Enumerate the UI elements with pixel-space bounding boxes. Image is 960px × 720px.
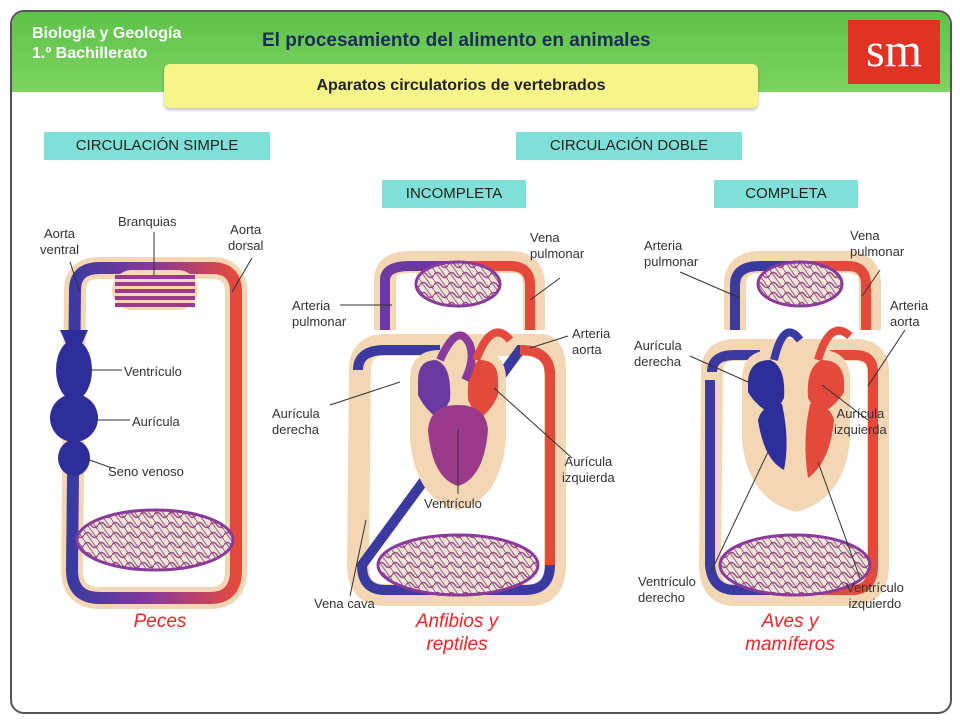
label-fish-auricula: Aurícula xyxy=(132,414,180,429)
page-title: El procesamiento del alimento en animale… xyxy=(262,30,651,51)
mammal-diagram xyxy=(679,251,906,606)
subject-line-2: 1.º Bachillerato xyxy=(32,45,148,62)
label-mam-ventriculo-derecho-l1: Ventrículo xyxy=(638,574,696,589)
label-amph-arteria-pulmonar: Arteria pulmonar xyxy=(292,298,346,330)
label-mam-ventriculo-derecho-l2: derecho xyxy=(638,590,685,605)
label-amph-vena-pulmonar: Vena pulmonar xyxy=(530,230,584,262)
caption-aves-l1: Aves y xyxy=(761,611,819,632)
tag-circulacion-simple: CIRCULACIÓN SIMPLE xyxy=(44,132,270,160)
label-aorta-dorsal-l1: Aorta xyxy=(230,222,262,237)
caption-peces: Peces xyxy=(133,611,187,632)
tag-completa: COMPLETA xyxy=(714,180,858,208)
label-mam-auricula-izquierda-l2: izquierda xyxy=(834,422,887,437)
label-aorta-ventral-l2: ventral xyxy=(40,242,80,257)
label-mam-auricula-derecha-l1: Aurícula xyxy=(634,338,682,353)
label-amph-arteria-pulmonar-l1: Arteria xyxy=(292,298,331,313)
label-amph-arteria-aorta-l1: Arteria xyxy=(572,326,611,341)
caption-anfibios: Anfibios y reptiles xyxy=(382,610,532,656)
label-mam-vena-pulmonar: Vena pulmonar xyxy=(850,228,904,260)
caption-aves-mamiferos: Aves y mamíferos xyxy=(720,610,860,656)
amphibian-body-capillaries xyxy=(376,533,540,597)
label-amph-arteria-aorta: Arteria aorta xyxy=(572,326,610,358)
label-aorta-dorsal-l2: dorsal xyxy=(228,238,264,253)
label-mam-arteria-aorta-l1: Arteria xyxy=(890,298,929,313)
label-mam-ventriculo-izquierdo-l1: Ventrículo xyxy=(846,580,904,595)
label-mam-auricula-izquierda: Aurícula izquierda xyxy=(834,406,887,438)
tag-circulacion-doble: CIRCULACIÓN DOBLE xyxy=(516,132,742,160)
label-vena-cava: Vena cava xyxy=(314,596,375,611)
label-mam-arteria-pulmonar-l2: pulmonar xyxy=(644,254,699,269)
label-amph-arteria-aorta-l2: aorta xyxy=(572,342,602,357)
label-aorta-ventral: Aorta ventral xyxy=(40,226,79,258)
label-mam-ventriculo-izquierdo: Ventrículo izquierdo xyxy=(846,580,904,612)
label-branquias: Branquias xyxy=(118,214,177,229)
label-aorta-dorsal: Aorta dorsal xyxy=(228,222,263,254)
subject-label: Biología y Geología 1.º Bachillerato xyxy=(32,24,181,64)
caption-aves-l2: mamíferos xyxy=(745,634,835,655)
caption-anfibios-l1: Anfibios y xyxy=(415,611,499,632)
label-amph-auricula-izquierda-l1: Aurícula xyxy=(564,454,613,469)
label-amph-arteria-pulmonar-l2: pulmonar xyxy=(292,314,347,329)
label-mam-arteria-pulmonar-l1: Arteria xyxy=(644,238,683,253)
mammal-lung-capillaries xyxy=(756,260,844,308)
label-mam-arteria-aorta-l2: aorta xyxy=(890,314,920,329)
subtitle-bar: Aparatos circulatorios de vertebrados xyxy=(164,64,758,108)
fish-diagram xyxy=(50,232,253,609)
label-mam-vena-pulmonar-l2: pulmonar xyxy=(850,244,905,259)
label-fish-ventriculo: Ventrículo xyxy=(124,364,182,379)
label-mam-ventriculo-derecho: Ventrículo derecho xyxy=(638,574,696,606)
sm-logo: sm xyxy=(848,20,940,84)
mammal-body-capillaries xyxy=(718,533,872,597)
label-mam-arteria-aorta: Arteria aorta xyxy=(890,298,928,330)
label-mam-auricula-derecha-l2: derecha xyxy=(634,354,681,369)
subject-line-1: Biología y Geología xyxy=(32,25,182,42)
tag-incompleta: INCOMPLETA xyxy=(382,180,526,208)
lung-capillaries xyxy=(414,260,502,308)
label-amph-vena-pulmonar-l1: Vena xyxy=(530,230,560,245)
label-seno-venoso: Seno venoso xyxy=(108,464,184,479)
label-amph-auricula-derecha-l2: derecha xyxy=(272,422,319,437)
label-mam-auricula-derecha: Aurícula derecha xyxy=(634,338,682,370)
label-amph-auricula-izquierda-l2: izquierda xyxy=(562,470,615,485)
label-mam-arteria-pulmonar: Arteria pulmonar xyxy=(644,238,698,270)
amphibian-diagram xyxy=(329,251,573,606)
label-amph-auricula-derecha: Aurícula derecha xyxy=(272,406,320,438)
body-capillaries xyxy=(75,508,235,572)
label-amph-auricula-izquierda: Aurícula izquierda xyxy=(562,454,615,486)
label-mam-auricula-izquierda-l1: Aurícula xyxy=(836,406,885,421)
gills xyxy=(112,270,198,310)
label-amph-ventriculo: Ventrículo xyxy=(424,496,482,511)
fish-heart xyxy=(50,330,98,476)
label-mam-ventriculo-izquierdo-l2: izquierdo xyxy=(848,596,902,611)
label-amph-auricula-derecha-l1: Aurícula xyxy=(272,406,320,421)
label-aorta-ventral-l1: Aorta xyxy=(43,226,76,241)
label-amph-vena-pulmonar-l2: pulmonar xyxy=(530,246,585,261)
caption-anfibios-l2: reptiles xyxy=(426,634,488,655)
label-mam-vena-pulmonar-l1: Vena xyxy=(850,228,880,243)
